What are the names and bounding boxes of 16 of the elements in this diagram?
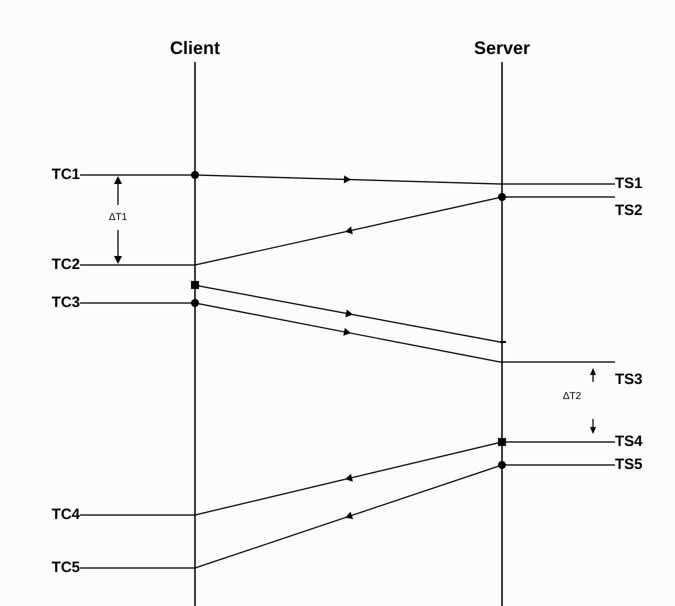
timestamp-label: TC1: [52, 166, 80, 184]
timestamp-label: TC5: [52, 559, 80, 577]
dimension-label: ΔT1: [108, 212, 128, 224]
timestamp-label: TC2: [52, 256, 80, 274]
tick-mark: [500, 341, 506, 343]
timestamp-label: TS2: [615, 202, 643, 220]
timestamp-label: TS3: [615, 371, 643, 389]
lifeline-heading: Server: [474, 38, 530, 58]
lifeline-heading: Client: [170, 38, 220, 58]
timestamp-label: TC4: [52, 506, 80, 524]
timestamp-label: TS1: [615, 175, 643, 193]
timestamp-label: TS4: [615, 433, 643, 451]
timestamp-label: TC3: [52, 294, 80, 312]
event-marker: [191, 281, 199, 289]
dimension-label: ΔT2: [562, 391, 582, 403]
timestamp-label: TS5: [615, 456, 643, 474]
